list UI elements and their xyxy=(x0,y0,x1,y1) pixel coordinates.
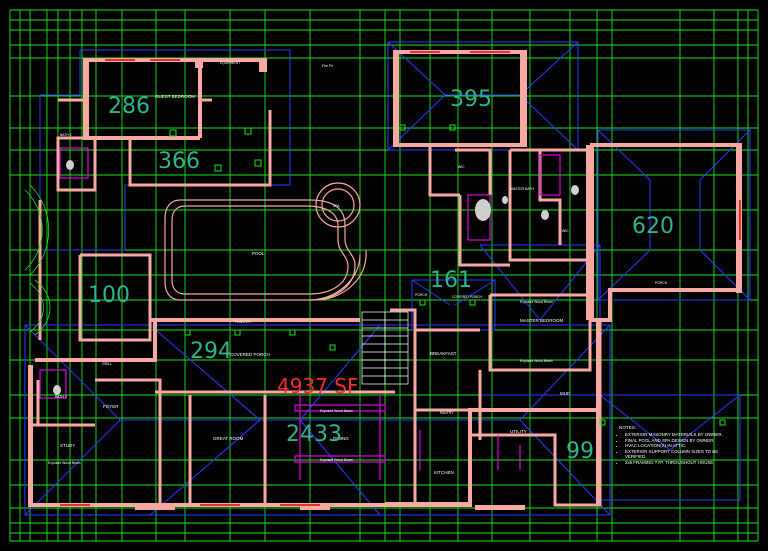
label-foyer: FOYER xyxy=(103,404,119,409)
fixtures xyxy=(39,147,561,480)
label-exposed-beam-4: Exposed Wood Beam xyxy=(520,300,553,304)
label-master-bedroom: MASTER BEDROOM xyxy=(520,318,564,323)
label-breakfast: BREAKFAST xyxy=(430,351,457,356)
area-upper-left: 366 xyxy=(158,149,200,174)
label-wic-2: WIC xyxy=(562,229,569,233)
stairs-left xyxy=(24,184,51,336)
label-wic: WIC xyxy=(458,165,465,169)
label-exposed-beam-5: Exposed Wood Beam xyxy=(520,359,553,363)
label-exposed-beam-1: Exposed Wood Beam xyxy=(48,461,81,465)
area-main: 2433 xyxy=(286,422,342,447)
label-planter: PLANTER xyxy=(235,320,251,324)
note-item: EXTERIOR MASONRY MATERIALS BY OWNER. xyxy=(625,432,725,438)
label-grill: GRILL xyxy=(102,362,112,366)
label-master-bath: MASTER BATH xyxy=(510,187,534,191)
label-kitchen: KITCHEN xyxy=(434,470,454,475)
area-east-wing: 620 xyxy=(632,214,674,239)
label-bath-3: BATH 3 xyxy=(55,395,67,399)
label-utility: UTILITY xyxy=(510,429,527,434)
general-notes: NOTES: EXTERIOR MASONRY MATERIALS BY OWN… xyxy=(619,425,725,503)
label-exposed-beam-3: Exposed Wood Beam xyxy=(320,458,353,462)
note-item: HVAC LOCATION(S) IN ATTIC. xyxy=(625,443,725,449)
label-covered-porch-right: COVERED PORCH xyxy=(452,295,483,299)
area-total: 4937 SF xyxy=(277,374,358,398)
label-porch-small: PORCH xyxy=(415,293,428,297)
area-guest-bedroom: 286 xyxy=(108,94,150,119)
area-west-small: 100 xyxy=(88,283,130,308)
label-pantry: PANTRY xyxy=(440,411,454,415)
notes-list: EXTERIOR MASONRY MATERIALS BY OWNER. FIN… xyxy=(619,432,725,466)
windows xyxy=(60,51,741,506)
area-lower-right: 99 xyxy=(566,439,594,464)
columns xyxy=(169,124,726,426)
label-porch-right: PORCH xyxy=(655,281,668,285)
area-numbers: 286 366 395 620 100 294 4937 SF 2433 161… xyxy=(88,87,674,464)
room-labels: GUEST BEDROOM POOL SPA COVERED PORCH COV… xyxy=(48,61,668,475)
label-bath-2: BATH 2 xyxy=(60,133,72,137)
notes-title: NOTES: xyxy=(619,425,637,430)
label-great-room: GREAT ROOM xyxy=(213,436,244,441)
note-item: EXTERIOR SUPPORT COLUMN SIZES TO BE VERI… xyxy=(625,449,725,460)
label-equipment: EQUIPMENT xyxy=(220,61,240,65)
fixture-ovals xyxy=(53,160,579,395)
pool xyxy=(164,182,367,301)
area-covered-porch: 294 xyxy=(190,339,232,364)
label-spa: SPA xyxy=(333,204,340,208)
note-item: FINAL POOL AND SPA DESIGN BY OWNER. xyxy=(625,438,725,444)
dimension-lines xyxy=(9,9,759,542)
stairs-right xyxy=(361,311,409,385)
label-mud: MUD xyxy=(560,391,571,396)
label-covered-porch: COVERED PORCH xyxy=(230,352,270,357)
area-upper-right: 395 xyxy=(450,87,492,112)
label-exposed-beam-2: Exposed Wood Beam xyxy=(320,409,353,413)
label-guest-bedroom: GUEST BEDROOM xyxy=(155,94,195,99)
label-dining: DINING xyxy=(333,436,349,441)
area-covered-porch-right: 161 xyxy=(430,268,472,293)
label-pool: POOL xyxy=(252,251,265,256)
label-fire-pit: Fire Pit xyxy=(322,64,333,68)
note-item: 2x6 FRAMING TYP. THROUGHOUT HOUSE. xyxy=(625,460,725,466)
label-study: STUDY xyxy=(60,443,75,448)
